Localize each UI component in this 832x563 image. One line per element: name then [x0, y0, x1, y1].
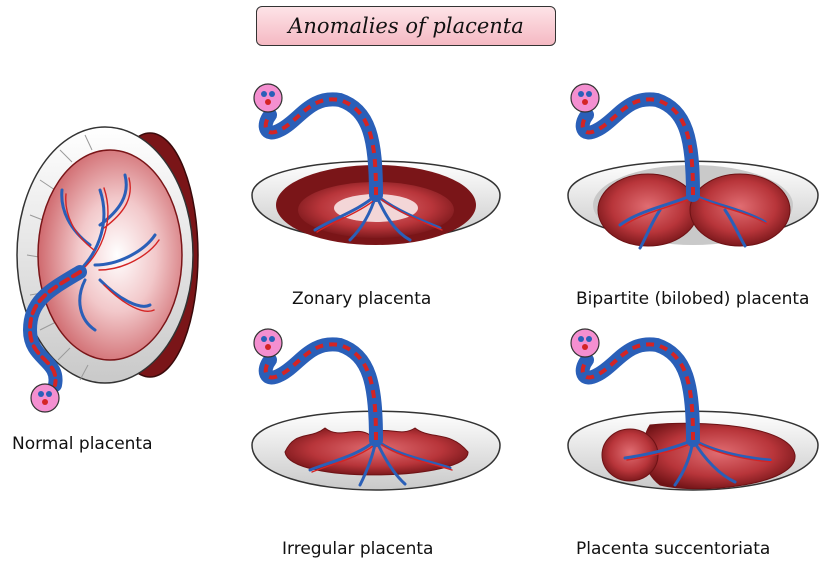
caption-zonary-placenta: Zonary placenta — [292, 289, 431, 309]
normal-placenta-figure — [17, 127, 198, 412]
caption-succenturiata-placenta: Placenta succentoriata — [576, 539, 770, 559]
irregular-placenta-figure — [252, 329, 500, 490]
caption-irregular-placenta: Irregular placenta — [282, 539, 433, 559]
zonary-placenta-figure — [252, 84, 500, 245]
succenturiata-placenta-figure — [568, 329, 818, 490]
caption-bipartite-placenta: Bipartite (bilobed) placenta — [576, 289, 809, 309]
bipartite-placenta-figure — [568, 84, 818, 248]
caption-normal-placenta: Normal placenta — [12, 434, 153, 454]
